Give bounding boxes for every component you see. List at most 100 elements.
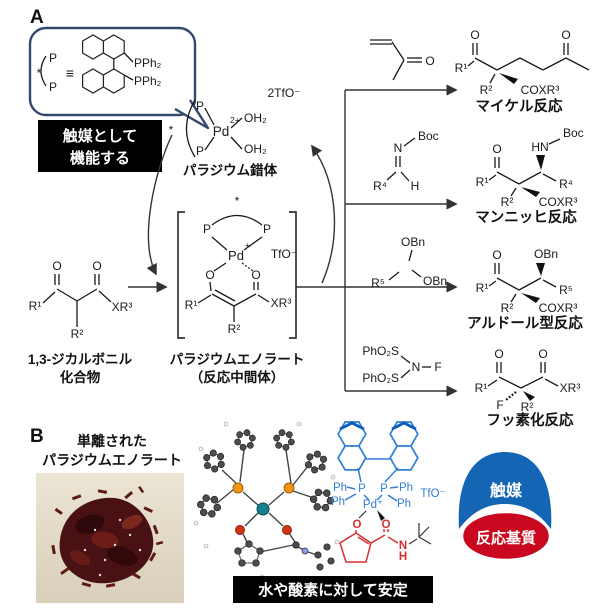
triflate-counterion: 2TfO⁻	[267, 86, 300, 100]
binap-structure: PPh₂ PPh₂	[81, 34, 162, 94]
catalyst-role-box: 触媒として 機能する	[38, 120, 162, 172]
chirality-star: *	[169, 123, 174, 137]
binap-bold-edge	[391, 421, 417, 431]
pd-complex: * P P Pd 2+ OH₂ OH₂ 2TfO⁻ パラジウム錯体	[169, 86, 301, 178]
r1-label: R¹	[29, 299, 42, 313]
reagent-boc-imine: N Boc R⁴ H	[373, 129, 439, 193]
obn-label: OBn	[534, 247, 558, 261]
aqua-ligand: OH₂	[244, 142, 267, 156]
mannich-product: R¹ O R² COXR³ HN Boc R⁴ マンニッヒ反応	[475, 126, 583, 226]
chirality-star: *	[235, 194, 240, 208]
o-label: O	[470, 28, 479, 42]
pd-complex-caption: パラジウム錯体	[183, 162, 278, 178]
o-label: O	[425, 54, 434, 68]
r2-label: R²	[501, 301, 514, 315]
ph-label: Ph	[331, 496, 345, 508]
r4-label: R⁴	[559, 177, 573, 191]
n-label: N	[399, 540, 407, 552]
stability-box-text: 水や酸素に対して安定	[258, 581, 408, 599]
equiv-sign: ≡	[66, 65, 74, 81]
xray-bonds	[216, 449, 318, 556]
palladium-atom	[256, 502, 270, 516]
cycle-arrow-up	[311, 144, 336, 284]
section-b-label: B	[30, 426, 44, 447]
venn-catalyst-label: 触媒	[489, 481, 523, 500]
o-label: O	[52, 259, 61, 273]
ligand-bubble: * P P ≡ PPh₂ PPh₂	[28, 26, 210, 130]
triflate-counterion: TfO⁻	[420, 488, 445, 500]
pph2-label: PPh₂	[134, 74, 162, 88]
xr3-label: XR³	[271, 296, 292, 310]
cycle-arrow-down	[146, 134, 173, 276]
binap-bold-edge	[339, 421, 365, 431]
pho2s-label: PhO₂S	[362, 371, 399, 385]
catalyst-box-line1: 触媒として	[63, 127, 138, 145]
o-label: O	[251, 268, 260, 282]
phosphorus-atom	[232, 482, 244, 494]
b-title-line1: 単離された	[77, 433, 147, 449]
cyclopentene-ring	[339, 532, 372, 563]
r2-label: R²	[480, 83, 493, 97]
michael-product: R¹ O R² COXR³ O マイケル反応	[455, 28, 590, 115]
pd-charge: 2+	[230, 115, 240, 125]
p-label: P	[196, 99, 204, 113]
o-label: O	[382, 519, 391, 531]
reagent-mvk: O	[370, 39, 435, 81]
section-a-label: A	[30, 7, 44, 28]
nitrogen-atom	[301, 547, 309, 555]
ph-label: Ph	[399, 482, 413, 494]
f-label: F	[434, 360, 441, 374]
substrate-ellipse	[460, 510, 552, 562]
o-label: O	[561, 28, 570, 42]
n-label: N	[412, 360, 421, 374]
n-label: N	[394, 141, 403, 155]
r2-label: R²	[521, 400, 534, 414]
p-label: P	[380, 483, 388, 495]
p-label: P	[49, 80, 57, 94]
enolate-caption-line2: （反応中間体）	[190, 369, 285, 385]
xr3-label: XR³	[112, 300, 133, 314]
chirality-star: *	[37, 66, 42, 80]
xray-structure	[193, 421, 340, 580]
xray-chelate-ring	[234, 540, 335, 571]
obn-label: OBn	[401, 235, 425, 249]
o-label: O	[205, 268, 214, 282]
reagent-acetal: OBn R⁵ OBn	[371, 235, 447, 290]
p-label: P	[203, 222, 211, 236]
h-label: H	[399, 551, 407, 563]
dicarbonyl-caption-line1: 1,3-ジカルボニル	[28, 352, 133, 367]
aqua-ligand: OH₂	[244, 111, 267, 125]
hn-label: HN	[531, 140, 548, 154]
pd-label: Pd	[213, 124, 230, 139]
venn-substrate-label: 反応基質	[476, 529, 536, 547]
pph2-label: PPh₂	[134, 56, 162, 70]
crystal-sparkles	[83, 518, 142, 577]
dicarbonyl-caption-line2: 化合物	[60, 369, 101, 385]
r2-label: R²	[71, 327, 84, 341]
aldol-product: R¹ O R² COXR³ OBn R⁵ アルドール型反応	[467, 247, 583, 332]
p-label: P	[196, 144, 204, 158]
r1-label: R¹	[185, 298, 198, 312]
b-title-line2: パラジウムエノラート	[42, 452, 182, 468]
reaction-name-michael: マイケル反応	[476, 97, 563, 115]
h-label: H	[411, 179, 420, 193]
r1-label: R¹	[476, 281, 489, 295]
reaction-name-aldol: アルドール型反応	[467, 314, 583, 332]
p-label: P	[358, 483, 366, 495]
catalyst-dome	[458, 452, 552, 529]
p-label: P	[49, 51, 57, 65]
pp-arc	[40, 55, 47, 87]
phosphorus-atom	[283, 482, 295, 494]
oxygen-atom	[235, 525, 245, 535]
r5-label: R⁵	[559, 283, 573, 297]
oxygen-atom	[282, 525, 292, 535]
coxr3-label: COXR³	[539, 195, 578, 209]
reaction-name-mannich: マンニッヒ反応	[475, 208, 577, 226]
catalyst-box-line2: 機能する	[70, 149, 130, 167]
coxr3-label: COXR³	[521, 83, 560, 97]
isolated-enolate-structure: P P Ph Ph Ph Ph Pd⁺ TfO⁻ O O N H	[331, 421, 446, 563]
tbu-group	[418, 523, 432, 545]
reagent-nfsi: PhO₂S PhO₂S N F	[362, 344, 441, 385]
